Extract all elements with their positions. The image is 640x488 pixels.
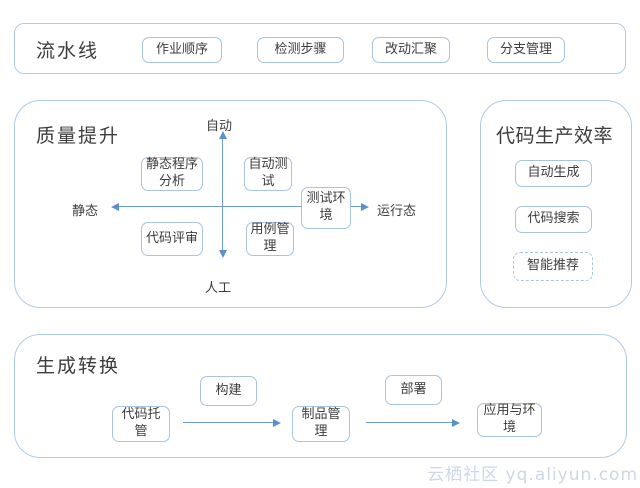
transform-box-code-hosting: 代码托管	[112, 406, 170, 442]
transform-box-app-env: 应用与环境	[477, 403, 542, 437]
arrow-down-icon	[219, 250, 227, 258]
quality-axis-right-label: 运行态	[377, 204, 417, 219]
quality-axis-top-label: 自动	[206, 119, 233, 134]
flow-arrow-1-line	[183, 422, 273, 423]
transform-box-build: 构建	[200, 376, 257, 406]
quality-vertical-axis	[222, 137, 223, 251]
quality-box-auto-test: 自动测试	[244, 157, 292, 191]
transform-title: 生成转换	[36, 355, 121, 377]
efficiency-box-auto-generate: 自动生成	[515, 160, 592, 187]
quality-box-case-mgmt: 用例管理	[246, 222, 294, 256]
quality-axis-left-label: 静态	[72, 204, 99, 219]
flow-arrow-2-line	[366, 422, 452, 423]
flow-arrow-1-head-icon	[273, 419, 281, 427]
arrow-left-icon	[111, 203, 119, 211]
flow-arrow-2-head-icon	[452, 419, 460, 427]
efficiency-title: 代码生产效率	[496, 125, 614, 147]
transform-box-artifact-mgmt: 制品管理	[292, 406, 350, 442]
efficiency-box-smart-recommend: 智能推荐	[513, 252, 593, 281]
pipeline-box-branch-mgmt: 分支管理	[487, 37, 565, 63]
pipeline-box-job-order: 作业顺序	[142, 37, 222, 63]
quality-horizontal-axis	[117, 206, 363, 207]
transform-box-deploy: 部署	[385, 375, 442, 405]
efficiency-box-code-search: 代码搜索	[515, 206, 592, 233]
quality-axis-bottom-label: 人工	[205, 281, 232, 296]
pipeline-box-change-merge: 改动汇聚	[372, 37, 450, 63]
watermark: 云栖社区 yq.aliyun.com	[427, 465, 638, 485]
quality-box-code-review: 代码评审	[141, 222, 203, 256]
quality-title: 质量提升	[36, 125, 121, 147]
quality-section	[14, 100, 447, 308]
pipeline-title: 流水线	[36, 40, 100, 62]
pipeline-box-check-steps: 检测步骤	[257, 37, 344, 63]
quality-box-test-env: 测试环境	[301, 187, 351, 229]
arrow-right-icon	[361, 203, 369, 211]
arrow-up-icon	[219, 131, 227, 139]
quality-box-static-analysis: 静态程序分析	[141, 157, 203, 191]
